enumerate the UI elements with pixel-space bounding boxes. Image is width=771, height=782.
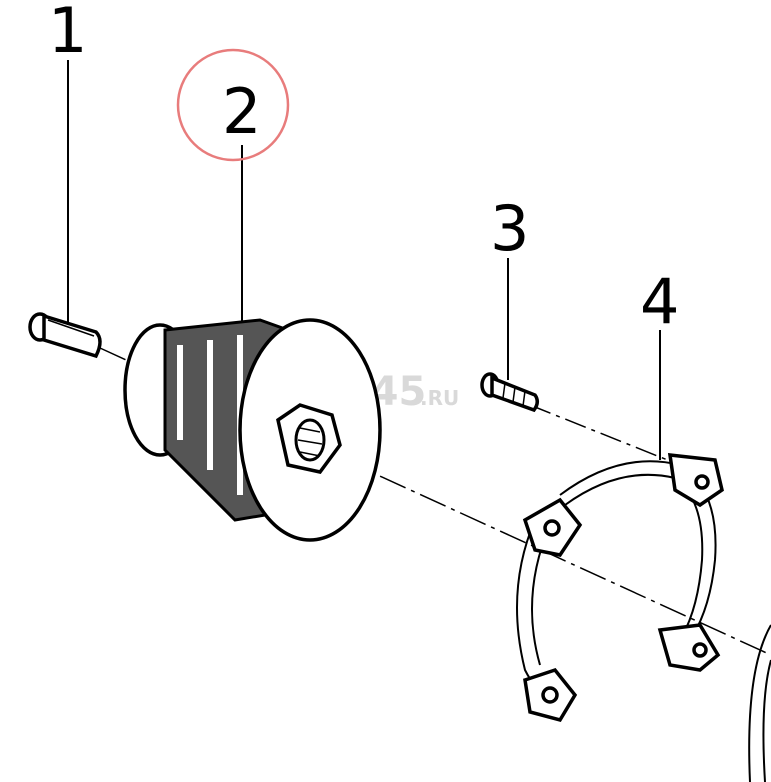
callout-3: 3 xyxy=(490,192,529,265)
callout-1: 1 xyxy=(48,0,87,67)
part-3-screw xyxy=(480,372,539,413)
part-4-retaining-ring xyxy=(516,453,724,723)
part-2-chuck xyxy=(123,318,382,542)
callout-2: 2 xyxy=(222,75,261,148)
watermark-suffix: .RU xyxy=(420,386,459,410)
highlight-circle xyxy=(176,48,290,162)
callout-4: 4 xyxy=(640,265,679,338)
adjacent-part-edge xyxy=(748,624,771,782)
screw-axis-line xyxy=(529,404,681,466)
part-1-pin xyxy=(28,312,102,359)
adjacent-part-edge-inner xyxy=(762,659,771,782)
